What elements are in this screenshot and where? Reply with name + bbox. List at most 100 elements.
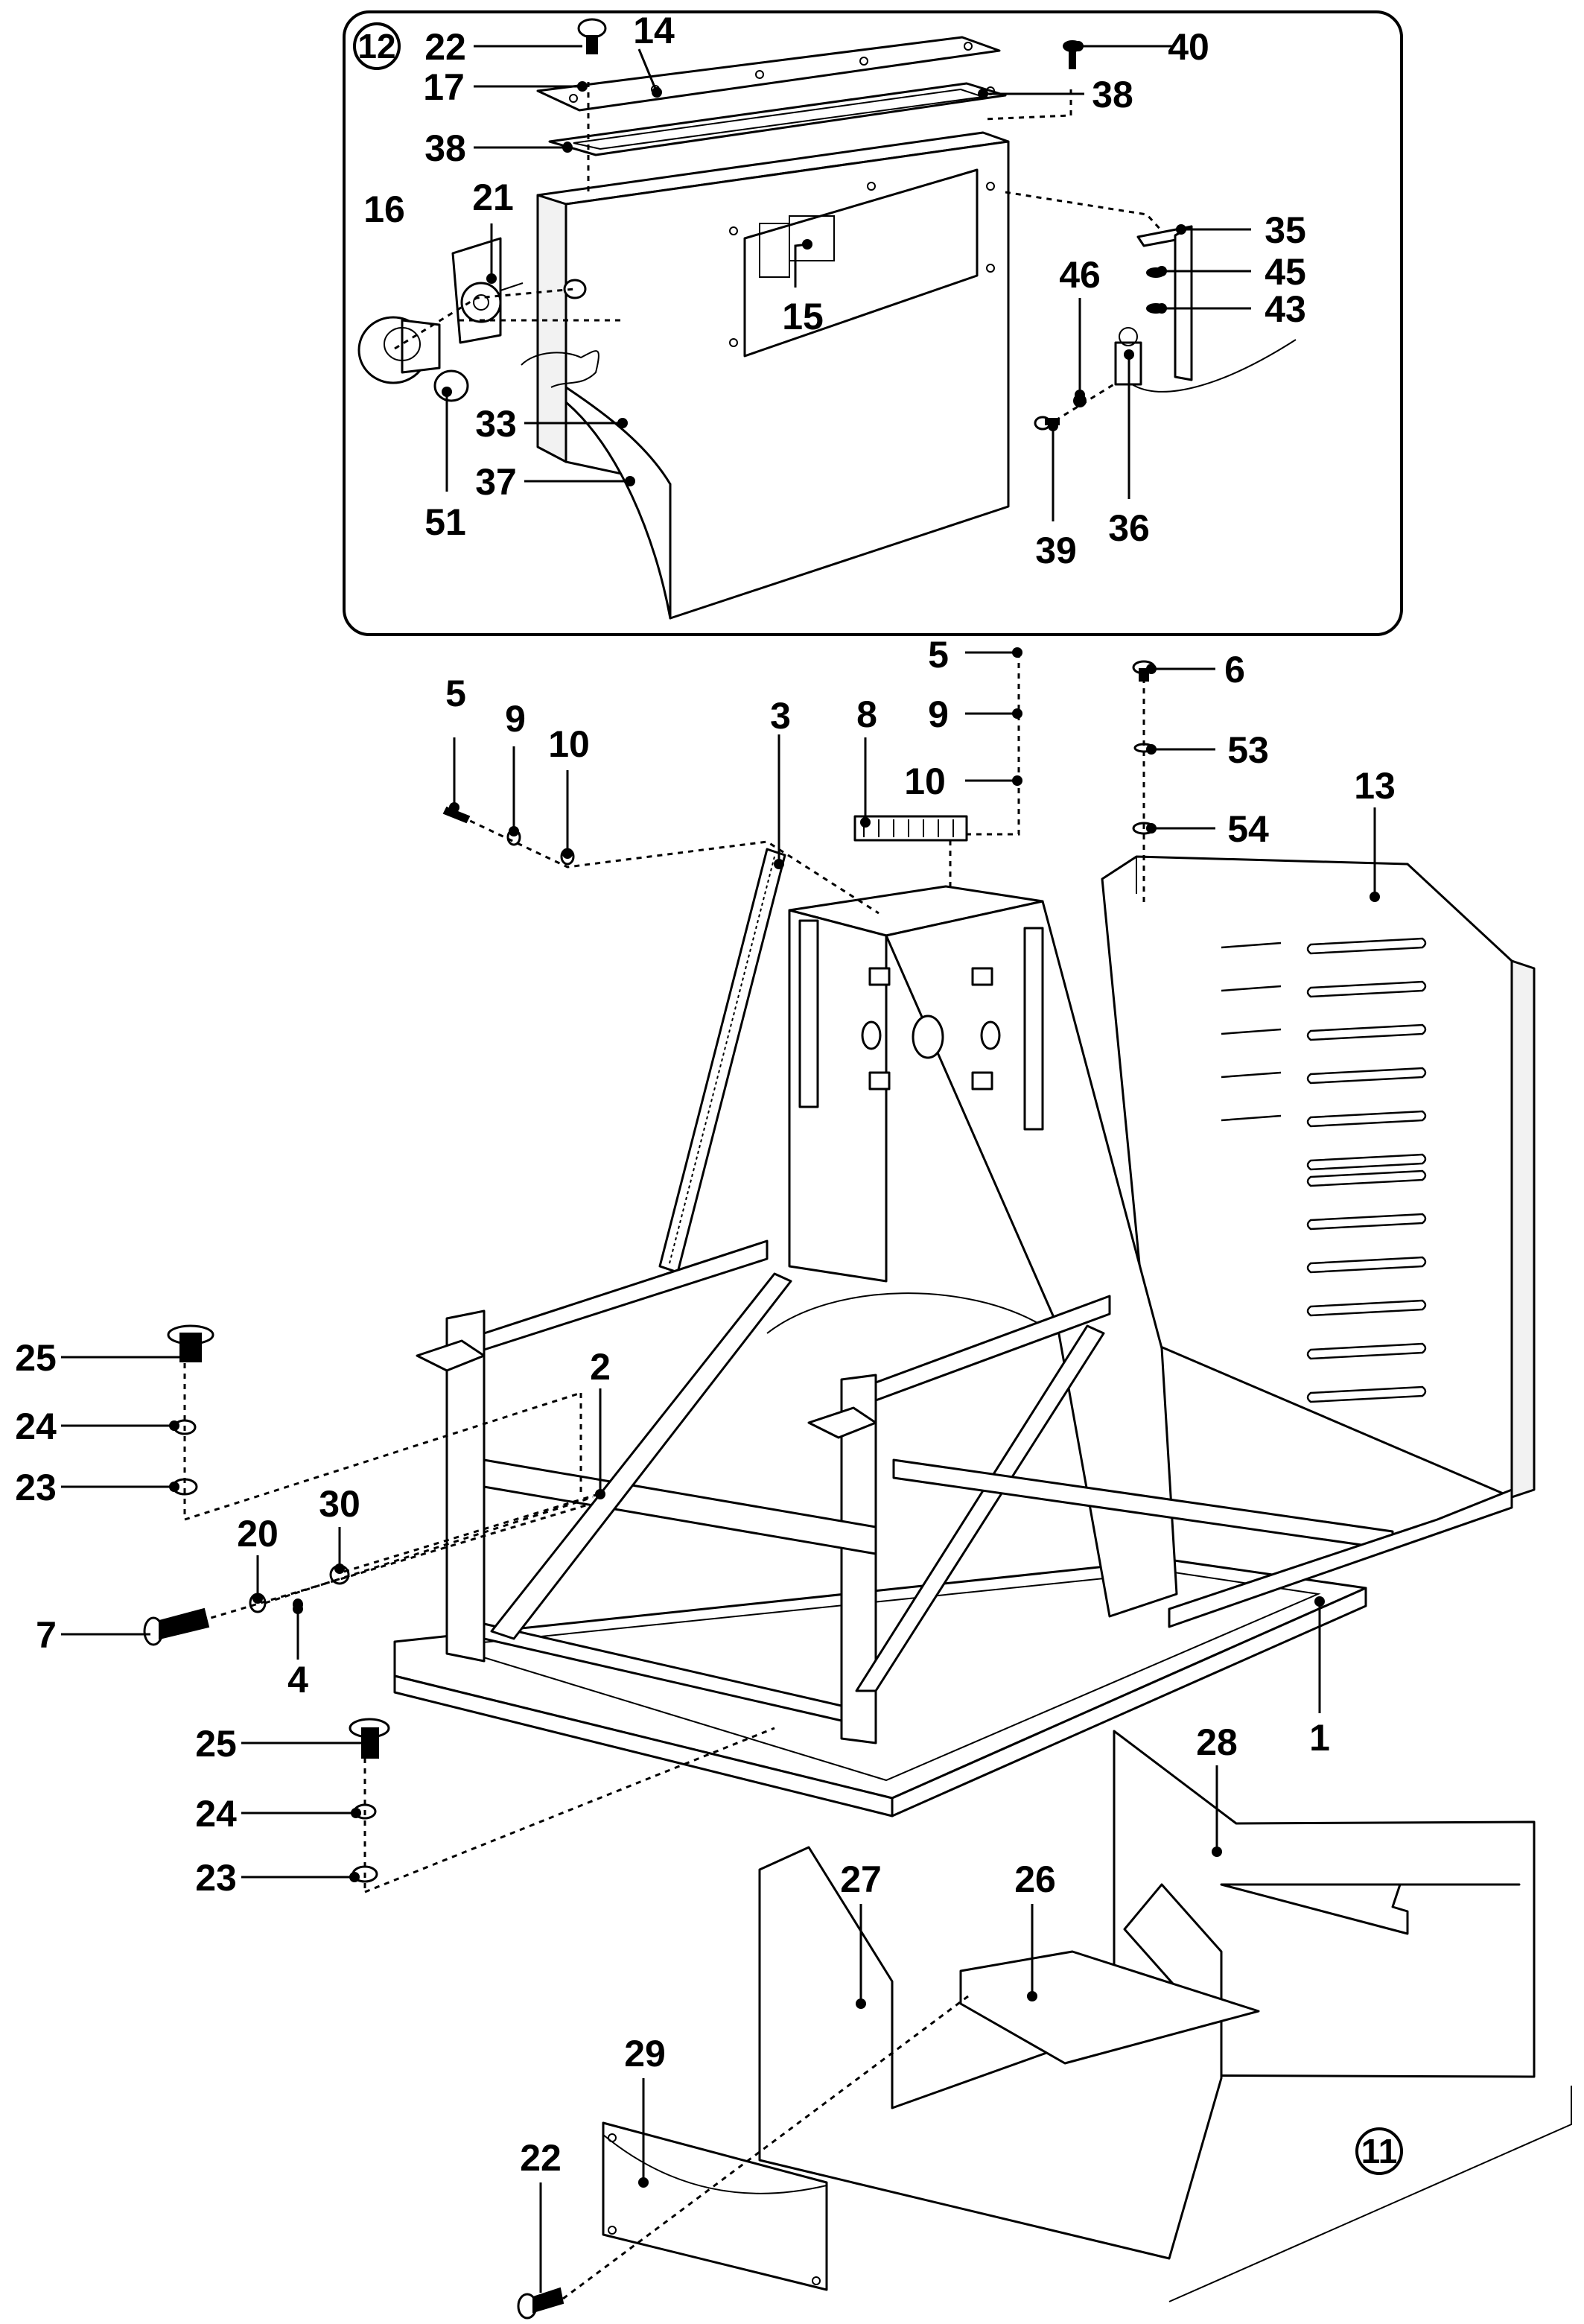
screw-22-top (577, 18, 607, 54)
callout-35: 35 (1265, 209, 1306, 251)
callout-25-bottom: 25 (195, 1723, 237, 1765)
bracket-35 (1136, 225, 1193, 381)
callout-10-right: 10 (904, 761, 946, 802)
callout-25-top: 25 (15, 1337, 57, 1379)
housing-hole (563, 279, 587, 299)
callout-39: 39 (1035, 530, 1077, 571)
assembly-line-knob (394, 288, 576, 350)
callout-10-left: 10 (548, 723, 590, 765)
callout-28: 28 (1196, 1721, 1238, 1763)
callout-20: 20 (237, 1513, 279, 1555)
callout-43: 43 (1265, 288, 1306, 330)
callout-22-top: 22 (424, 26, 466, 68)
base-outline (1168, 2086, 1572, 2302)
blade-arc (766, 1292, 1043, 1334)
callout-labels: 12 22 14 40 17 38 38 21 16 35 45 46 43 1… (15, 10, 1403, 2179)
vent-slot (1306, 1023, 1427, 1041)
vent-slot (1306, 1110, 1427, 1128)
callout-27: 27 (840, 1858, 882, 1900)
callout-24-bottom: 24 (195, 1793, 237, 1835)
callout-circle-12 (353, 22, 401, 70)
assembly-line-bracket35 (1005, 191, 1163, 232)
callout-15: 15 (782, 296, 824, 337)
callout-51: 51 (424, 501, 466, 543)
cable-clamp-36 (1114, 327, 1297, 393)
callout-7: 7 (36, 1614, 57, 1656)
vent-slot (1306, 1153, 1427, 1171)
callout-5-right: 5 (928, 634, 949, 676)
fastener-stack-top (167, 1324, 214, 1496)
callout-3: 3 (770, 695, 791, 737)
callout-12: 12 (357, 27, 395, 66)
callout-38-right: 38 (1092, 74, 1133, 115)
stand-base-11 (602, 1730, 1572, 2302)
callout-23-top: 23 (15, 1467, 57, 1508)
callout-6: 6 (1224, 649, 1245, 690)
inset-panel-assembly-12 (343, 10, 1403, 636)
vent-slot (1306, 1067, 1427, 1085)
bolt-7 (143, 1607, 210, 1646)
vent-slot (1306, 1385, 1427, 1403)
motor-mount-column (788, 885, 1178, 1618)
vent-slot (1306, 1256, 1427, 1274)
callout-21: 21 (472, 177, 514, 218)
vent-slot-partial (1221, 942, 1282, 949)
callout-45: 45 (1265, 251, 1306, 293)
side-panel-13 (1101, 855, 1536, 1499)
callout-36: 36 (1108, 507, 1150, 549)
callout-2: 2 (590, 1346, 611, 1388)
left-panel-27 (758, 1846, 1223, 2260)
knob-16 (357, 316, 441, 384)
terminal-strip-8 (853, 815, 968, 842)
callout-17: 17 (423, 66, 465, 108)
callout-1: 1 (1309, 1717, 1330, 1759)
callout-4: 4 (287, 1659, 308, 1701)
vent-slot (1306, 1213, 1427, 1231)
callout-14: 14 (633, 10, 675, 51)
callout-54: 54 (1227, 808, 1269, 850)
vent-slot (1306, 1342, 1427, 1360)
callout-29: 29 (624, 2033, 666, 2074)
callout-33: 33 (475, 403, 517, 445)
callout-26: 26 (1014, 1858, 1056, 1900)
dashed-assembly-lines (183, 653, 1145, 2300)
callout-circle-11 (1355, 2127, 1403, 2175)
bracket-21 (451, 237, 524, 344)
top-panel-26 (959, 1950, 1260, 2065)
callout-22-bottom: 22 (520, 2137, 562, 2179)
front-plate-29 (602, 2121, 828, 2291)
rack-bar-3 (658, 848, 786, 1274)
callout-5-left: 5 (445, 673, 466, 714)
vent-slot-partial (1221, 985, 1282, 992)
vent-slot (1306, 1299, 1427, 1317)
callout-13: 13 (1354, 765, 1396, 807)
callout-9-right: 9 (928, 693, 949, 735)
vent-slot-partial (1221, 1028, 1282, 1035)
vent-slot (1306, 1169, 1427, 1187)
vent-slot (1306, 980, 1427, 998)
callout-38-left: 38 (424, 127, 466, 169)
callout-16: 16 (363, 188, 405, 230)
callout-11: 11 (1361, 2132, 1398, 2171)
callout-9-left: 9 (505, 698, 526, 740)
front-frame (416, 1239, 1513, 1744)
callout-30: 30 (319, 1483, 360, 1525)
callout-37: 37 (475, 461, 517, 503)
vent-slot (1306, 937, 1427, 955)
callout-24-top: 24 (15, 1406, 57, 1447)
fasteners-5-9-10-left (442, 806, 575, 866)
callout-23-bottom: 23 (195, 1857, 237, 1899)
callout-46: 46 (1059, 254, 1101, 296)
main-stand-assembly (393, 848, 1536, 1817)
callout-40: 40 (1168, 26, 1209, 68)
callout-53: 53 (1227, 729, 1269, 771)
assembly-line-screw40 (982, 89, 1072, 121)
vent-slot-partial (1221, 1071, 1282, 1079)
washer-51 (433, 369, 469, 402)
switch-housing-box (521, 131, 1010, 620)
callout-8: 8 (856, 693, 877, 735)
callout-leaders (61, 41, 1380, 2293)
screw-22-bottom (517, 2287, 564, 2320)
vent-slots (1221, 937, 1427, 1403)
